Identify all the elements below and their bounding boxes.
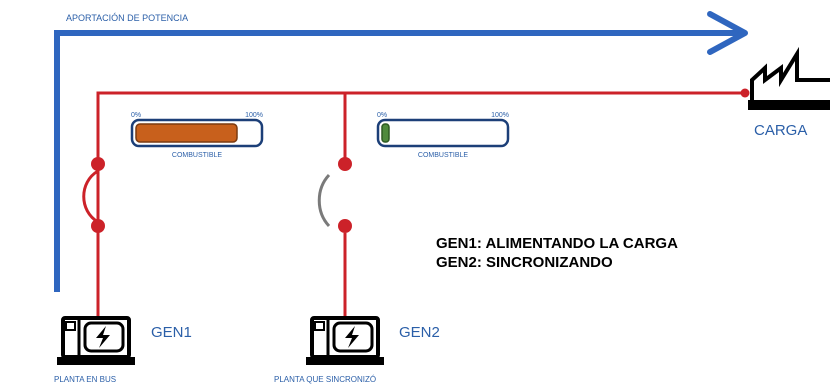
- load-label: CARGA: [754, 122, 807, 139]
- gen2-caption: PLANTA QUE SINCRONIZÓ: [274, 375, 376, 384]
- gen1-gauge-max-label: 100%: [245, 112, 263, 119]
- power-flow-arrowhead: [707, 11, 748, 55]
- gen2-generator-icon: [306, 316, 384, 365]
- gen1-gauge-fill: [135, 123, 238, 143]
- main-bus-line: [96, 91, 745, 252]
- gen1-breaker-arm: [82, 169, 99, 224]
- gen1-fuel-gauge: 0% 100% COMBUSTIBLE: [130, 112, 264, 159]
- gen2-breaker-arm-open: [317, 173, 331, 228]
- gen1-breaker-bottom-contact: [91, 219, 105, 233]
- gen1-generator-icon: [57, 316, 135, 365]
- gen1-caption: PLANTA EN BUS: [54, 375, 116, 384]
- load-factory-icon: [748, 46, 830, 110]
- gen1-gauge-min-label: 0%: [131, 112, 141, 119]
- gen2-breaker-bottom-contact: [338, 219, 352, 233]
- gen1-name-label: GEN1: [151, 324, 192, 341]
- status-line-2: GEN2: SINCRONIZANDO: [436, 254, 613, 271]
- gen2-gauge-min-label: 0%: [377, 112, 387, 119]
- bus-terminal-dot: [740, 88, 750, 98]
- gen1-breaker: [82, 157, 105, 318]
- gen2-gauge-caption: COMBUSTIBLE: [418, 152, 469, 159]
- power-flow-arrow: [54, 11, 748, 292]
- gen2-fuel-gauge: 0% 100% COMBUSTIBLE: [376, 112, 510, 159]
- gen2-breaker-top-contact: [338, 157, 352, 171]
- gen2-breaker: [317, 157, 352, 318]
- power-flow-label: APORTACIÓN DE POTENCIA: [66, 13, 188, 23]
- gen2-gauge-frame: [376, 118, 510, 148]
- gen1-breaker-top-contact: [91, 157, 105, 171]
- gen1-gauge-caption: COMBUSTIBLE: [172, 152, 223, 159]
- gen2-name-label: GEN2: [399, 324, 440, 341]
- gen2-gauge-fill: [381, 123, 390, 143]
- status-line-1: GEN1: ALIMENTANDO LA CARGA: [436, 235, 678, 252]
- power-flow-line: [54, 30, 745, 292]
- gen2-gauge-max-label: 100%: [491, 112, 509, 119]
